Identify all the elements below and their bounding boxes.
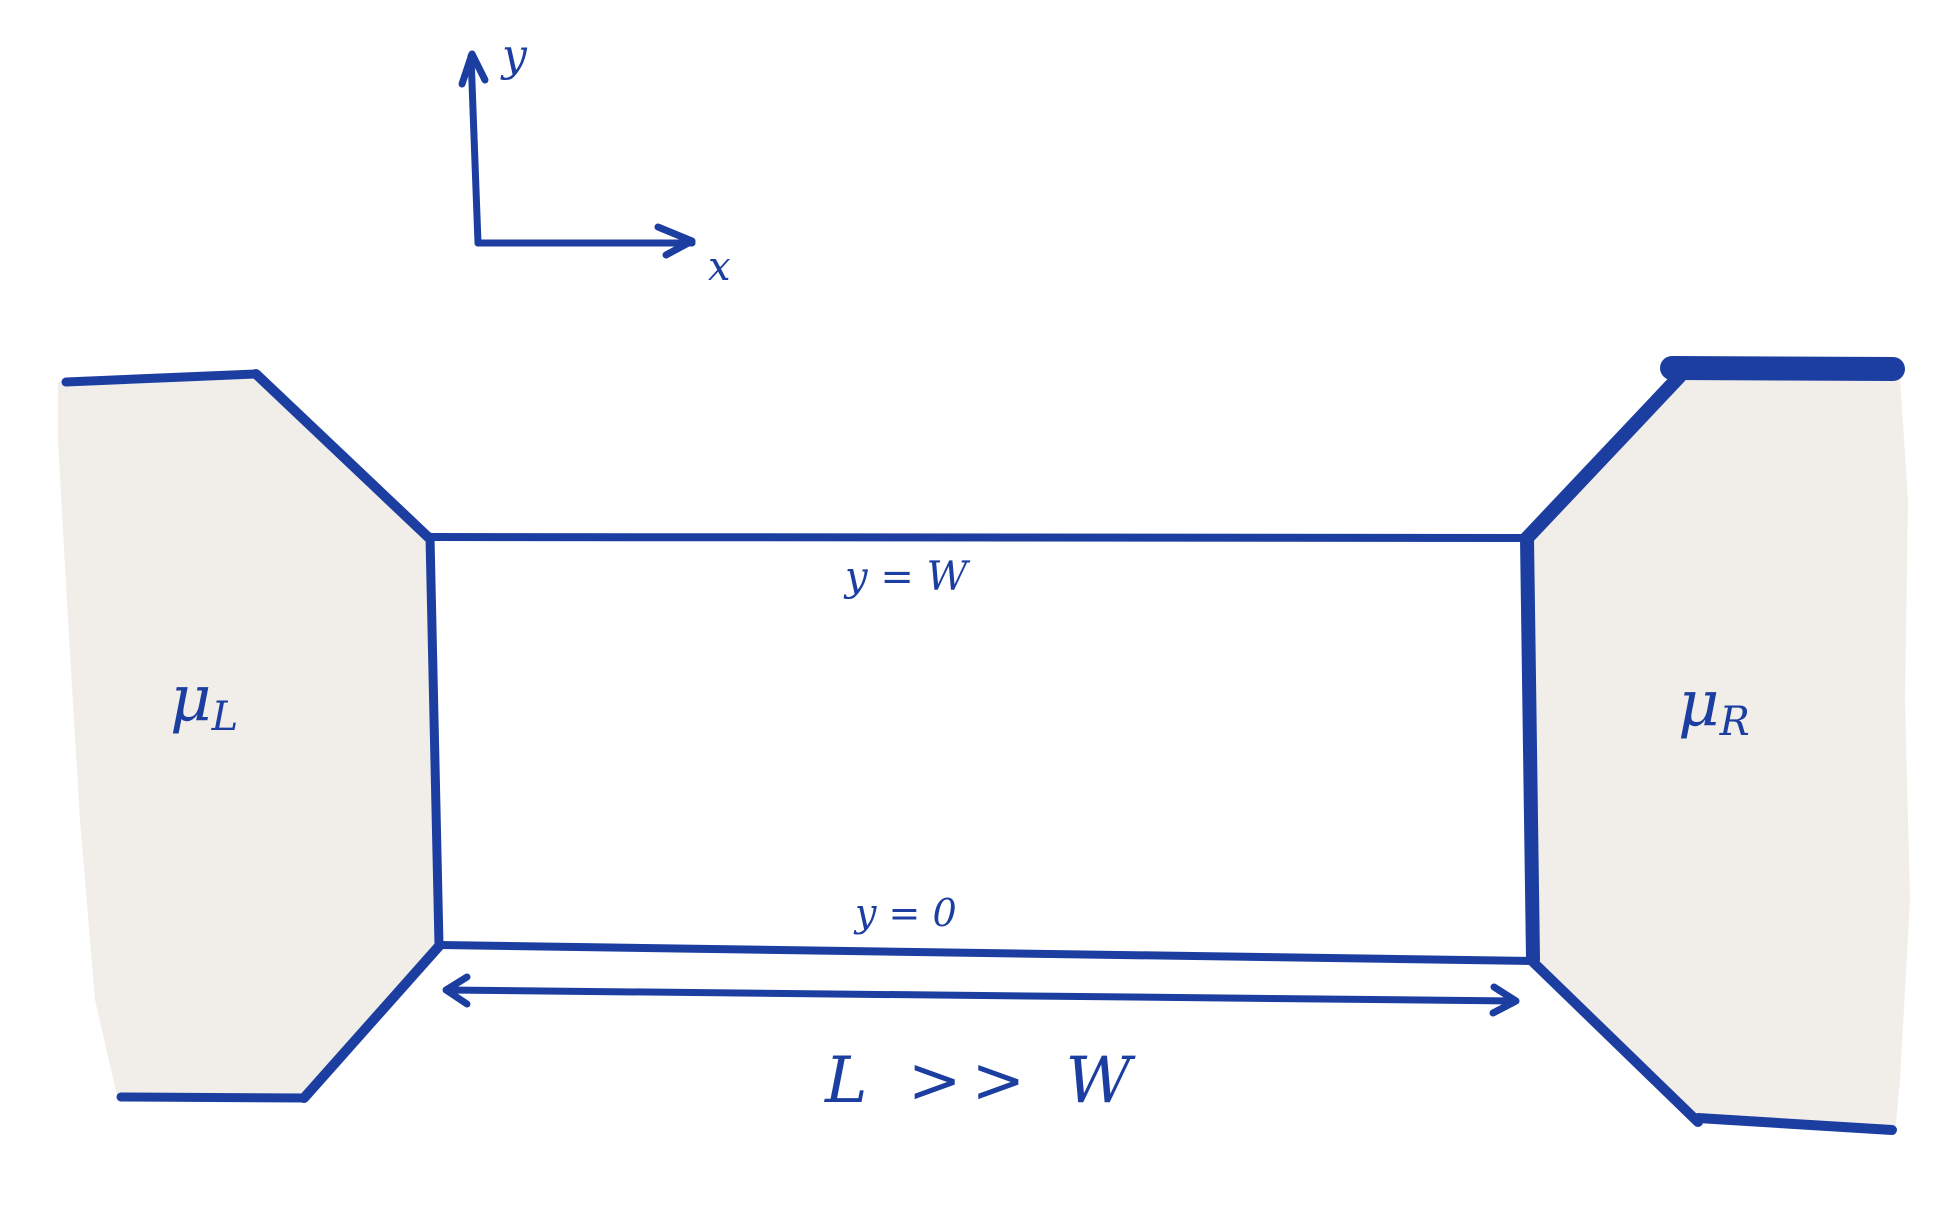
left-contact-outline bbox=[61, 369, 445, 1103]
right-contact-outline bbox=[1520, 356, 1905, 1135]
length-arrow-right-head bbox=[1489, 983, 1520, 1017]
right-mu-symbol: μ bbox=[1678, 667, 1720, 741]
left-mu-symbol: μ bbox=[170, 662, 212, 736]
top-edge-label: y = W bbox=[843, 554, 971, 600]
right-reservoir-fill bbox=[1527, 374, 1910, 1134]
left-reservoir-fill bbox=[58, 374, 438, 1100]
length-label: L >> W bbox=[824, 1044, 1141, 1118]
left-chemical-potential-label: μL bbox=[170, 662, 238, 740]
channel-right-edge bbox=[1520, 531, 1540, 966]
right-chemical-potential-label: μR bbox=[1678, 667, 1750, 745]
right-contact-bottom-edge bbox=[1693, 1113, 1897, 1135]
x-axis-arrowhead bbox=[654, 223, 696, 259]
channel-top-edge bbox=[424, 533, 1531, 542]
y-axis-line bbox=[467, 52, 482, 247]
channel-left-edge bbox=[425, 532, 444, 950]
bottom-edge-label: y = 0 bbox=[853, 891, 957, 935]
channel: y = W y = 0 bbox=[424, 531, 1540, 966]
left-contact-top-edge bbox=[61, 369, 261, 387]
right-contact-lower-taper bbox=[1527, 956, 1703, 1127]
left-contact-upper-taper bbox=[251, 369, 433, 542]
right-mu-subscript: R bbox=[1719, 699, 1750, 745]
left-contact-bottom-edge bbox=[116, 1092, 309, 1103]
right-contact-upper-taper bbox=[1520, 369, 1687, 545]
length-arrow-left-head bbox=[442, 973, 471, 1008]
y-axis-label: y bbox=[500, 30, 528, 81]
y-axis-arrowhead bbox=[458, 50, 489, 88]
channel-bottom-edge bbox=[436, 941, 1536, 965]
left-mu-subscript: L bbox=[211, 694, 239, 740]
x-axis-label: x bbox=[708, 244, 731, 290]
coordinate-axes: y x bbox=[458, 30, 731, 290]
length-arrow-shaft bbox=[443, 986, 1519, 1005]
right-contact-top-edge bbox=[1660, 356, 1905, 381]
length-arrow: L >> W bbox=[442, 973, 1520, 1118]
left-contact-lower-taper bbox=[299, 940, 445, 1103]
